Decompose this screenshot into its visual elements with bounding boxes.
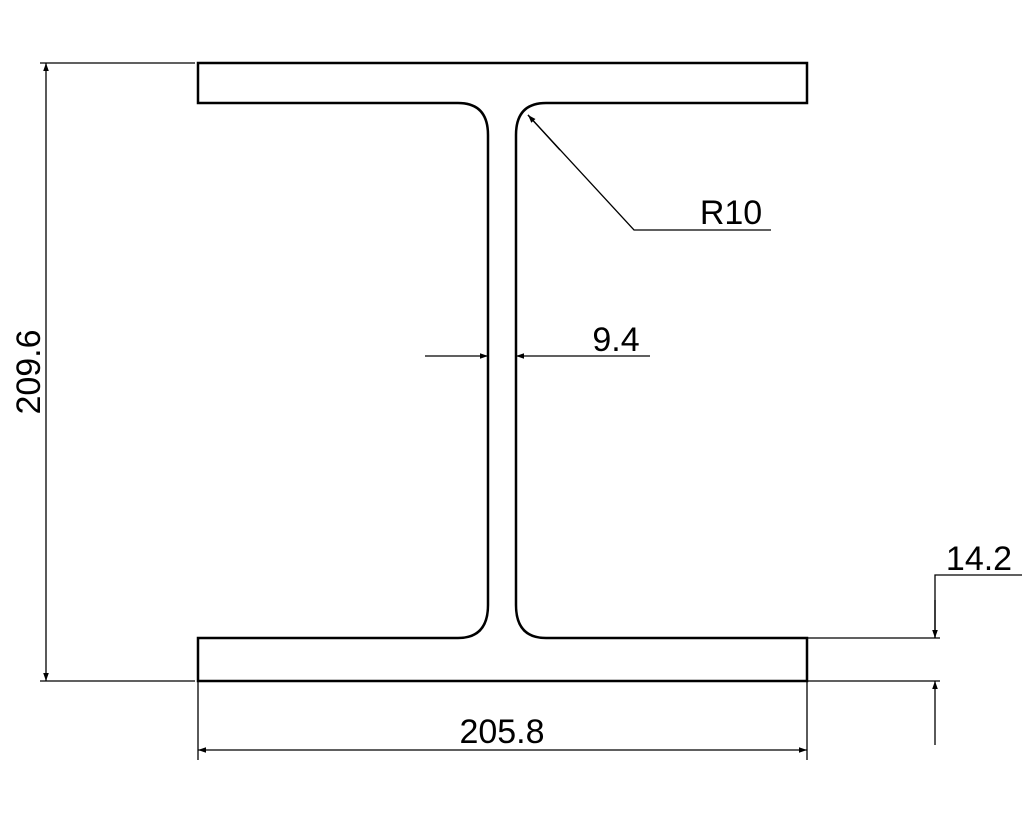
height-dimension xyxy=(40,62,195,682)
height-dimension-label: 209.6 xyxy=(10,329,48,414)
fillet-radius-label: R10 xyxy=(700,194,762,232)
fillet-radius-leader xyxy=(527,114,771,231)
width-dimension xyxy=(197,681,808,760)
flange-thickness-label: 14.2 xyxy=(946,540,1012,578)
web-thickness-label: 9.4 xyxy=(592,321,639,359)
i-beam-profile xyxy=(196,61,809,683)
flange-thickness-dimension xyxy=(807,574,1022,745)
width-dimension-label: 205.8 xyxy=(459,713,544,751)
